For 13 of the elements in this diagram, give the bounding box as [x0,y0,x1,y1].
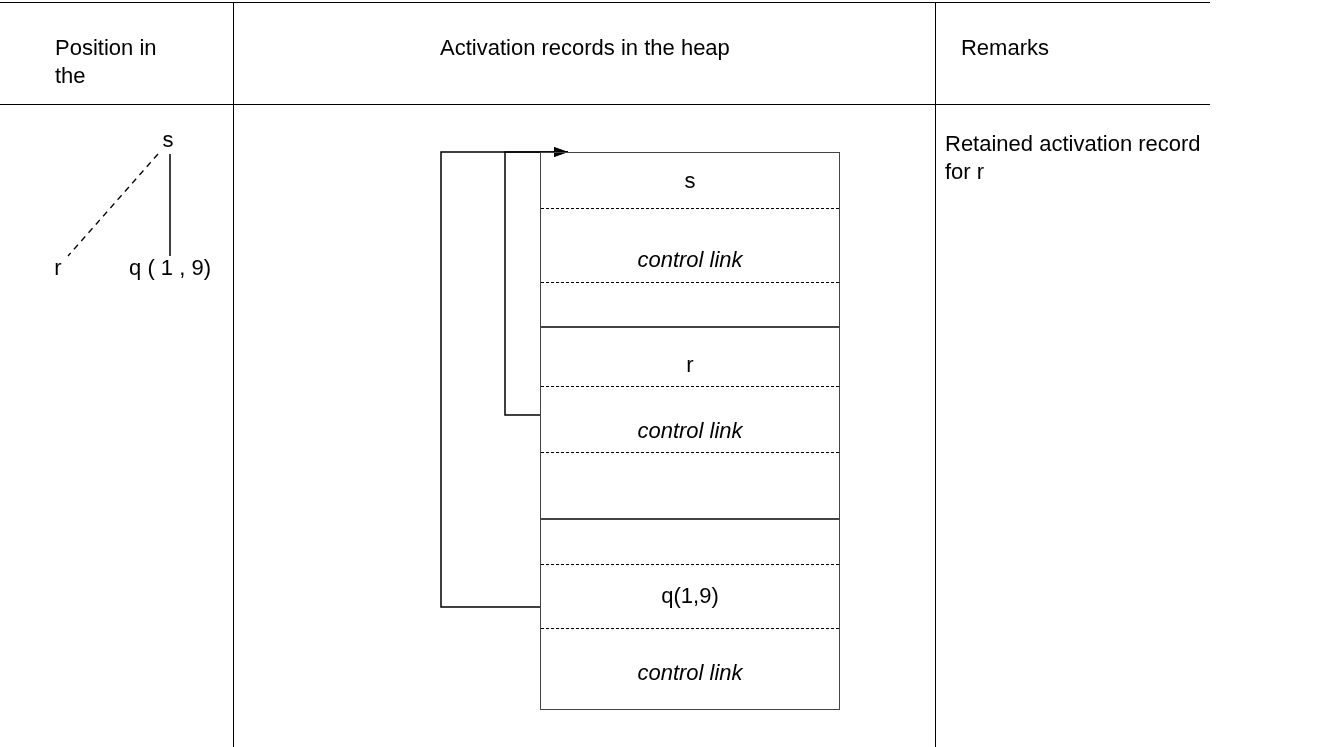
tree-edge [67,153,159,257]
table-heading: Position in the [55,34,158,90]
tree-node-label: q ( 1 , 9) [112,256,228,282]
control-link-arrow [440,147,569,608]
table-heading: Retained activation record for r [945,130,1202,186]
activation-record [540,519,840,710]
tree-node-label: r [48,256,68,282]
table-heading: Activation records in the heap [440,34,731,62]
activation-record [540,327,840,519]
activation-record [540,152,840,327]
table-heading: Remarks [960,34,1050,62]
tree-edge [169,153,171,257]
tree-node-label: s [158,128,178,154]
